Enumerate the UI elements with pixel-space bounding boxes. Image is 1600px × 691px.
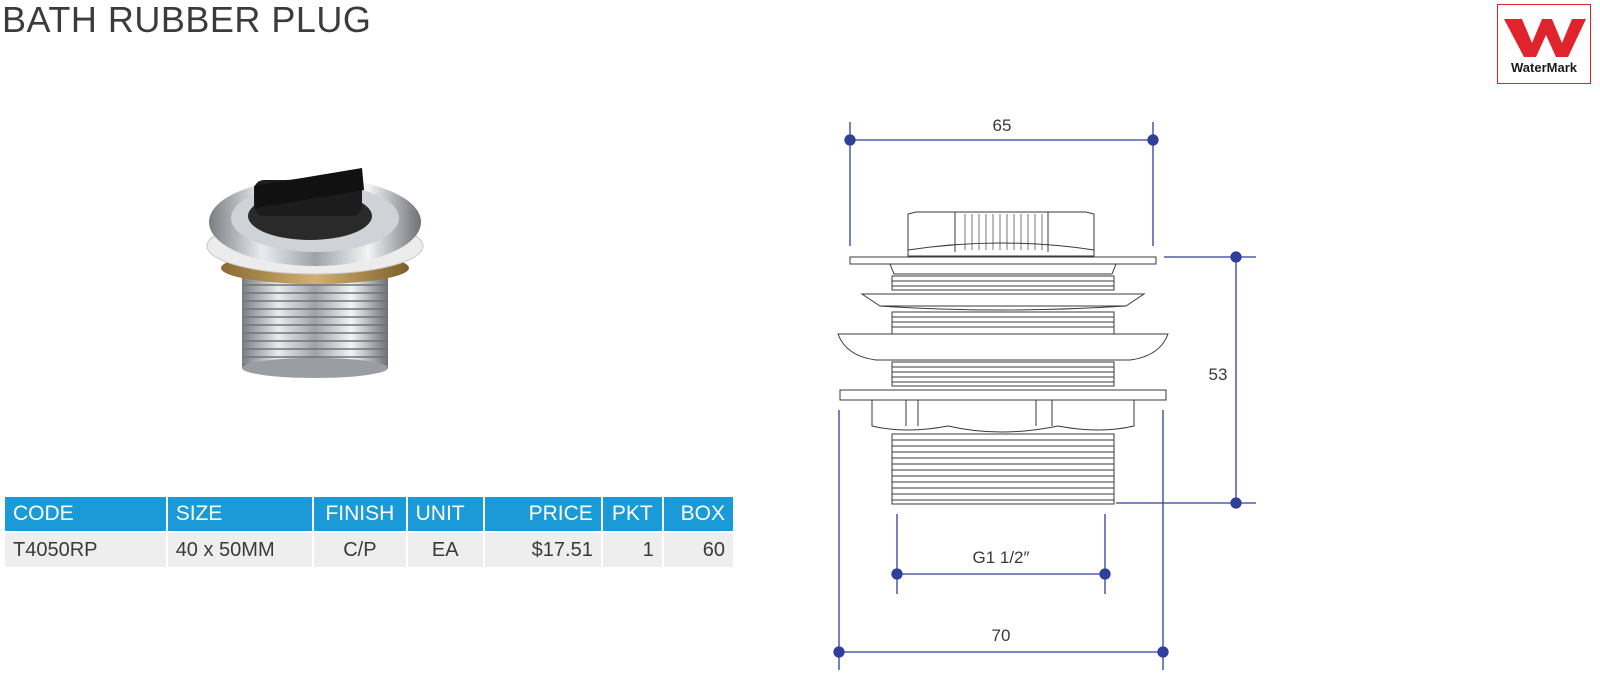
- page-title: BATH RUBBER PLUG: [2, 0, 372, 40]
- table-header-row: CODE SIZE FINISH UNIT PRICE PKT BOX: [5, 497, 733, 533]
- spec-table: CODE SIZE FINISH UNIT PRICE PKT BOX T405…: [3, 497, 735, 567]
- header-price: PRICE: [484, 497, 601, 533]
- watermark-icon: [1504, 19, 1586, 57]
- cell-box: 60: [663, 533, 733, 567]
- header-pkt: PKT: [602, 497, 662, 533]
- header-finish: FINISH: [314, 497, 406, 533]
- cell-price: $17.51: [484, 533, 601, 567]
- plug-outline: [837, 211, 1169, 505]
- product-photo: [206, 168, 424, 378]
- cell-size: 40 x 50MM: [167, 533, 313, 567]
- table-row: T4050RP 40 x 50MM C/P EA $17.51 1 60: [5, 533, 733, 567]
- header-unit: UNIT: [407, 497, 483, 533]
- dim-thread-label: G1 1/2″: [972, 548, 1029, 567]
- dim-top-label: 65: [993, 116, 1012, 135]
- dim-bottom-label: 70: [992, 626, 1011, 645]
- cell-pkt: 1: [602, 533, 662, 567]
- cell-finish: C/P: [314, 533, 406, 567]
- dimension-lines: [833, 122, 1256, 670]
- header-code: CODE: [5, 497, 166, 533]
- watermark-text: WaterMark: [1511, 60, 1577, 75]
- cell-unit: EA: [407, 533, 483, 567]
- cell-code: T4050RP: [5, 533, 166, 567]
- header-size: SIZE: [167, 497, 313, 533]
- watermark-logo: WaterMark: [1497, 4, 1591, 84]
- dim-height-label: 53: [1209, 365, 1228, 384]
- technical-drawing: 65 53 G1 1/2″ 70: [833, 116, 1256, 670]
- header-box: BOX: [663, 497, 733, 533]
